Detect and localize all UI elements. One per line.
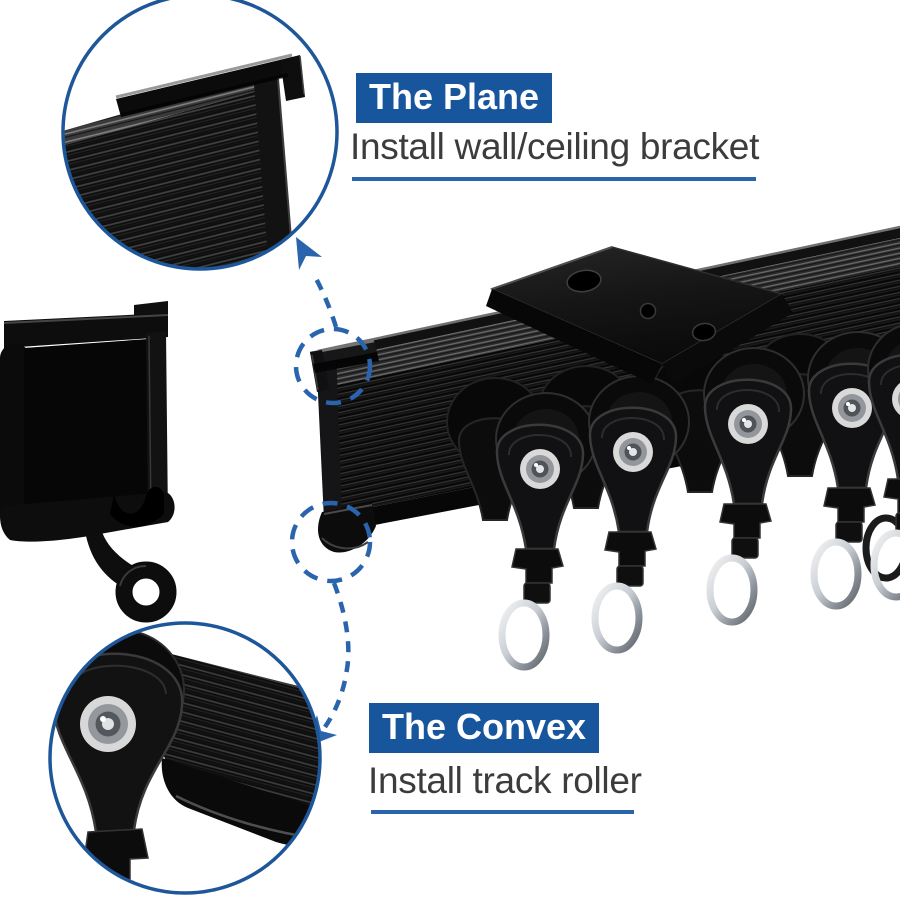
- convex-inset-border: [48, 621, 322, 895]
- track-roller: [589, 376, 689, 650]
- shadow-hook-ring: [862, 514, 900, 582]
- plane-inset-border: [61, 0, 339, 271]
- plane-callout-underline: [352, 177, 756, 181]
- plane-annotation: [293, 237, 373, 406]
- track-roller: [704, 348, 804, 622]
- track-roller: [496, 393, 596, 667]
- plane-arrowhead-icon: [296, 237, 322, 270]
- convex-zoom-arrow: [323, 582, 351, 729]
- roller-bearing: [80, 696, 136, 752]
- plane-zoom-arrow: [311, 271, 339, 328]
- plane-detail-inset: [61, 0, 339, 271]
- clamp-hook-ring: [115, 561, 177, 623]
- convex-highlight-circle: [289, 500, 373, 584]
- bracket-screw-hole: [639, 302, 657, 320]
- bracket-screw-hole: [691, 322, 717, 342]
- plane-highlight-circle: [293, 326, 373, 406]
- ceiling-bracket: [486, 246, 793, 385]
- plane-callout-title: The Plane: [356, 73, 553, 124]
- plane-callout: The Plane: [356, 73, 553, 124]
- convex-detail-inset: [48, 621, 322, 895]
- convex-callout-title: The Convex: [369, 703, 600, 754]
- convex-callout-description: Install track roller: [368, 760, 642, 801]
- convex-callout: The Convex: [369, 703, 600, 754]
- wall-bracket-clamp: [0, 301, 177, 623]
- track-convex-edge: [318, 503, 376, 553]
- plane-callout-description: Install wall/ceiling bracket: [350, 126, 760, 167]
- convex-callout-underline: [371, 810, 634, 814]
- track-rollers: [446, 323, 900, 667]
- bracket-screw-hole: [566, 269, 602, 293]
